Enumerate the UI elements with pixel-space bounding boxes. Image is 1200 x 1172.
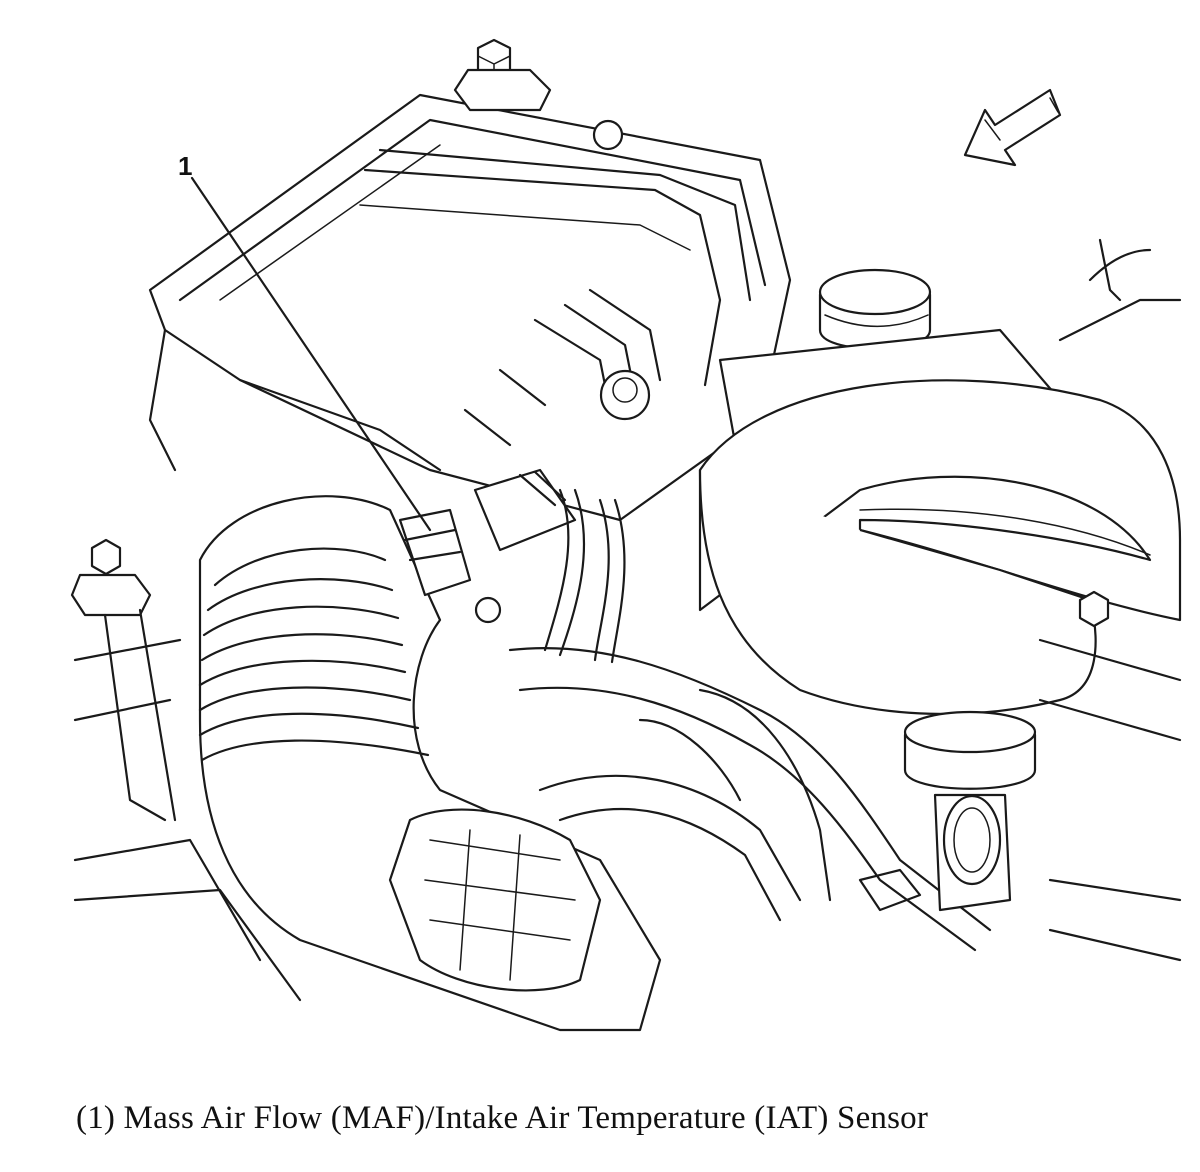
- direction-arrow-icon: [963, 88, 1062, 167]
- engine-cover: [698, 379, 1182, 716]
- intake-duct: [198, 495, 662, 1032]
- lower-hoses: [538, 718, 922, 922]
- right-engine-details: [1038, 238, 1182, 962]
- filler-cap: [903, 710, 1037, 912]
- housing-bolts: [453, 38, 651, 421]
- wiring-harness: [508, 488, 992, 952]
- callout-leader-line: [190, 176, 432, 532]
- callout-number: 1: [178, 151, 192, 181]
- left-bracket: [70, 538, 302, 1002]
- air-cleaner-housing: [148, 93, 792, 522]
- maf-iat-sensor: [398, 468, 577, 624]
- engine-compartment-drawing: 1: [70, 38, 1182, 1032]
- figure-caption: (1) Mass Air Flow (MAF)/Intake Air Tempe…: [76, 1100, 929, 1136]
- callout-1: 1: [178, 151, 432, 532]
